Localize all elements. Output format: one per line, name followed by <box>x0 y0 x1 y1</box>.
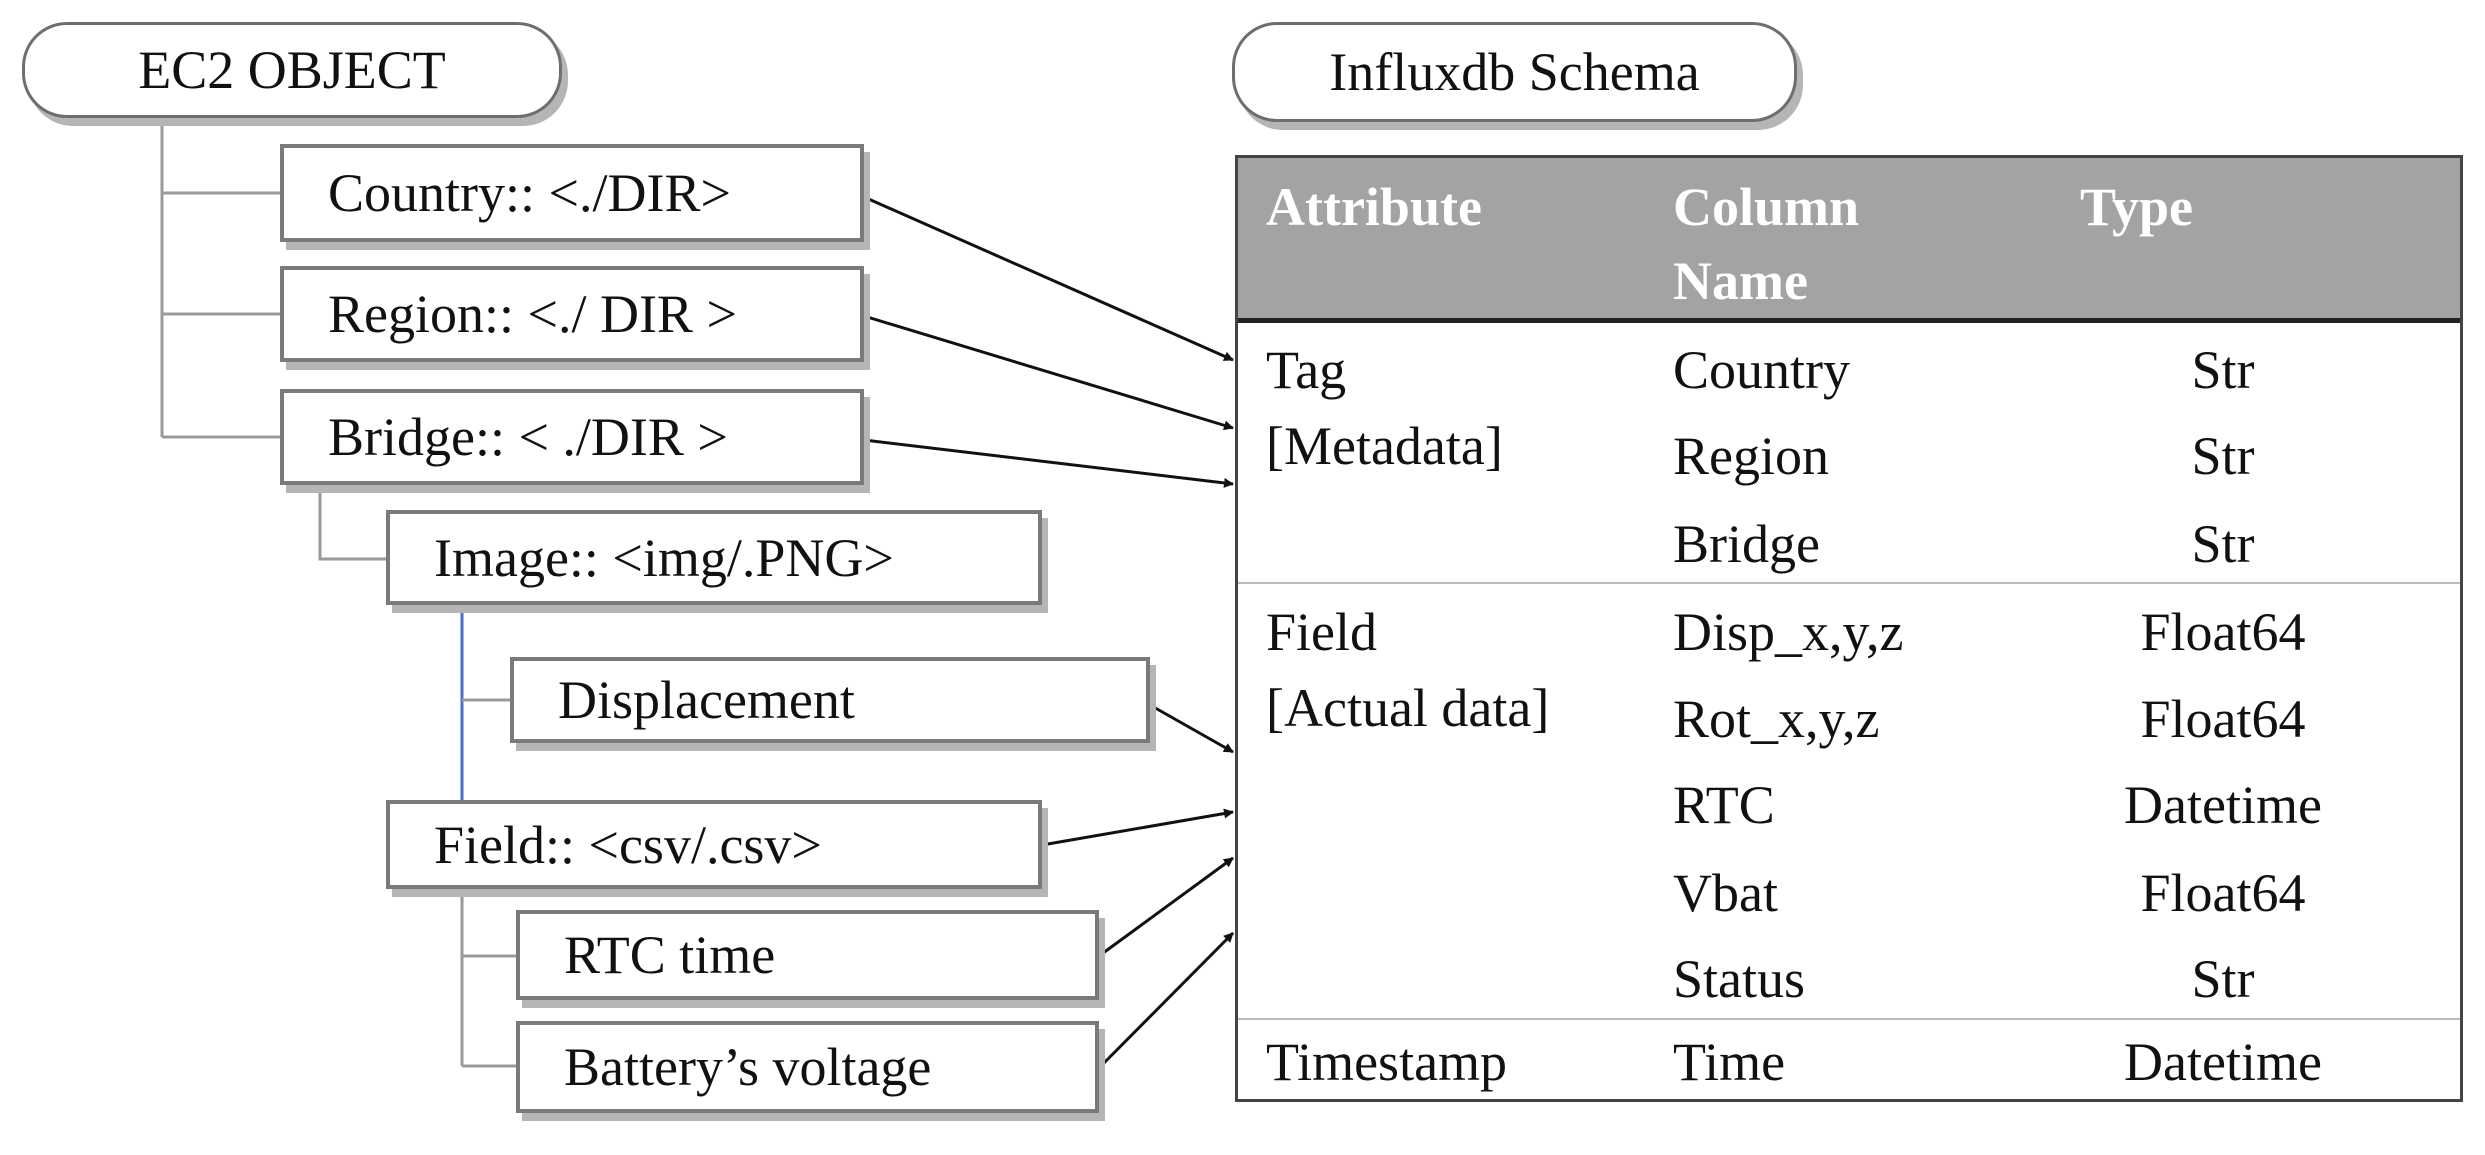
table-row-type: Str <box>2191 426 2255 486</box>
tree-node-bridge-label: Bridge:: < ./DIR > <box>328 407 728 467</box>
group-tag-attribute-line1: Tag <box>1266 340 1347 400</box>
header-column-name: Column Name <box>1673 170 1859 318</box>
influxdb-schema-title: Influxdb Schema <box>1232 22 1797 122</box>
arrow-displacement <box>1149 703 1234 754</box>
tree-node-rtc-time: RTC time <box>516 910 1099 1000</box>
table-row-column: Rot_x,y,z <box>1673 689 1880 749</box>
group-separator <box>1238 1018 2460 1020</box>
header-attribute: Attribute <box>1266 177 1482 237</box>
group-separator <box>1238 582 2460 584</box>
tree-node-country: Country:: <./DIR> <box>280 144 864 242</box>
table-row-type: Str <box>2191 949 2255 1009</box>
header-type: Type <box>2080 177 2194 237</box>
table-row-type: Str <box>2191 514 2255 574</box>
tree-node-region: Region:: <./ DIR > <box>280 266 864 362</box>
tree-node-country-label: Country:: <./DIR> <box>328 163 731 223</box>
table-row-type: Float64 <box>2140 689 2306 749</box>
tree-branch-image <box>318 485 386 561</box>
table-row-column: Country <box>1673 340 1851 400</box>
tree-node-displacement: Displacement <box>510 657 1150 743</box>
schema-table: Attribute Column Name Type Tag [Metadata… <box>1235 155 2463 1102</box>
table-row-type: Datetime <box>2124 1032 2322 1092</box>
group-field-attribute-line2: [Actual data] <box>1266 678 1550 738</box>
arrow-country <box>863 195 1234 362</box>
tree-node-field-label: Field:: <csv/.csv> <box>434 814 822 875</box>
table-row-type: Datetime <box>2124 775 2322 835</box>
tree-node-battery-voltage-label: Battery’s voltage <box>564 1037 932 1097</box>
table-row-column: Vbat <box>1673 863 1778 923</box>
table-row-column: Time <box>1673 1032 1786 1092</box>
table-row-type: Float64 <box>2140 602 2306 662</box>
arrow-bridge <box>863 438 1234 488</box>
header-column-name-line2: Name <box>1673 251 1808 311</box>
table-row-column: RTC <box>1673 775 1775 835</box>
table-row-column: Region <box>1673 426 1829 486</box>
group-field-attribute-line1: Field <box>1266 602 1378 662</box>
arrow-battery <box>1097 931 1235 1070</box>
schema-table-header: Attribute Column Name Type <box>1238 158 2460 323</box>
arrow-rtc <box>1098 856 1234 958</box>
group-field-attribute: Field [Actual data] <box>1266 602 1549 738</box>
tree-node-field: Field:: <csv/.csv> <box>386 800 1042 889</box>
table-row-column: Status <box>1673 949 1806 1009</box>
tree-node-image-label: Image:: <img/.PNG> <box>434 527 894 588</box>
header-column-name-line1: Column <box>1673 177 1860 237</box>
tree-node-displacement-label: Displacement <box>558 670 855 730</box>
arrow-region <box>863 314 1234 431</box>
tree-node-battery-voltage: Battery’s voltage <box>516 1021 1099 1113</box>
tree-node-image: Image:: <img/.PNG> <box>386 510 1042 605</box>
tree-node-rtc-time-label: RTC time <box>564 925 776 985</box>
group-tag-attribute: Tag [Metadata] <box>1266 340 1503 476</box>
ec2-object-title: EC2 OBJECT <box>22 22 562 118</box>
table-row-type: Float64 <box>2140 863 2306 923</box>
table-row-column: Bridge <box>1673 514 1820 574</box>
group-timestamp-attribute: Timestamp <box>1266 1032 1508 1092</box>
group-tag-attribute-line2: [Metadata] <box>1266 416 1503 476</box>
tree-node-region-label: Region:: <./ DIR > <box>328 284 737 344</box>
tree-node-bridge: Bridge:: < ./DIR > <box>280 389 864 485</box>
table-row-type: Str <box>2191 340 2255 400</box>
table-row-column: Disp_x,y,z <box>1673 602 1904 662</box>
arrow-field <box>1041 808 1234 847</box>
